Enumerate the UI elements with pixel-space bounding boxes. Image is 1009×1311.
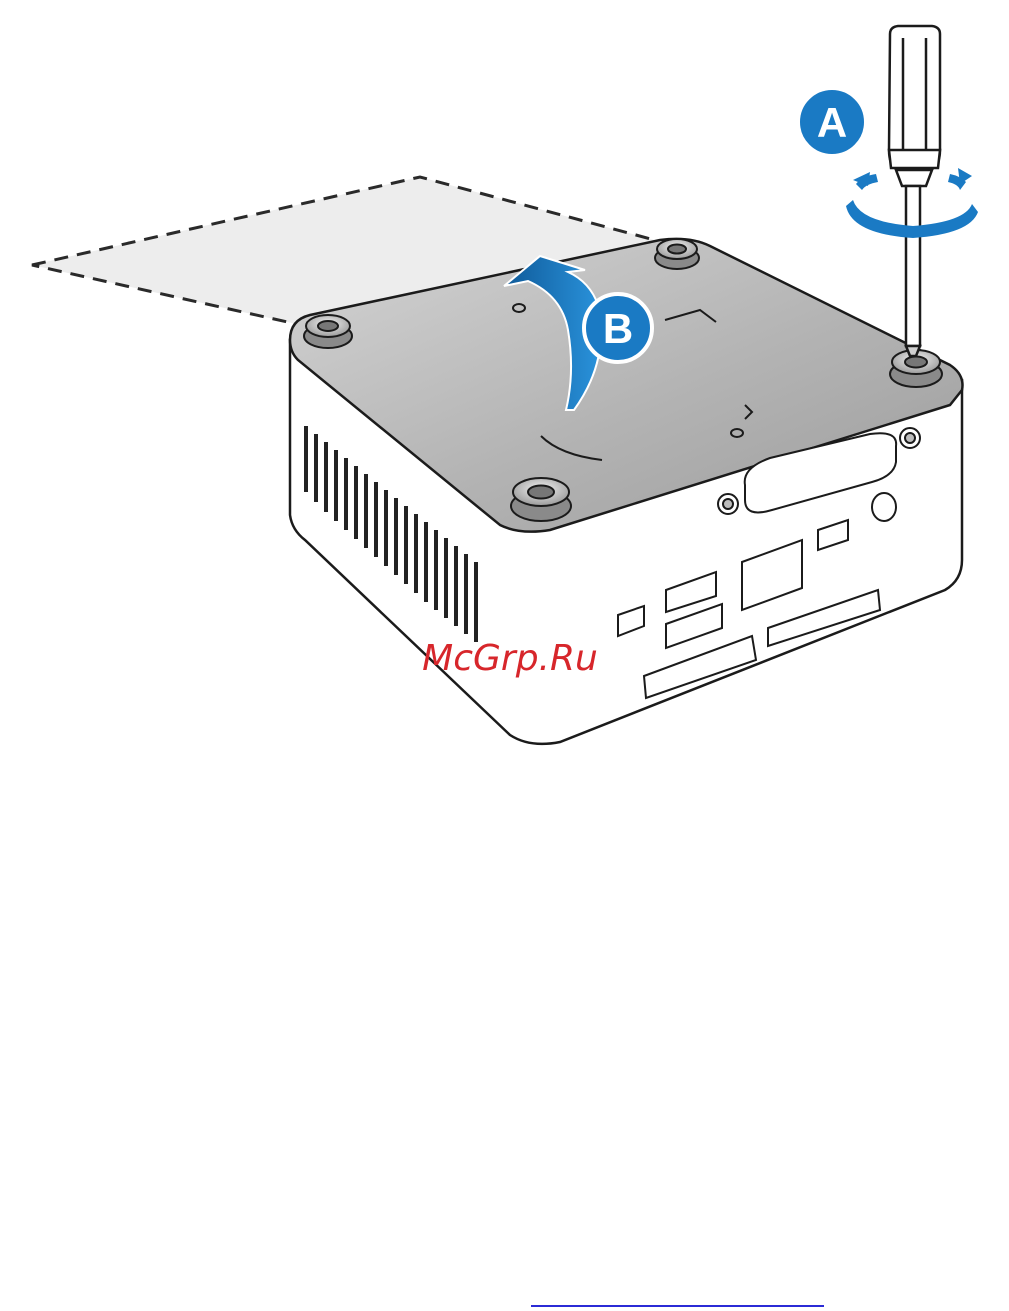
callout-b: B	[584, 294, 652, 362]
callout-a: A	[798, 88, 866, 156]
foot-rear-right	[655, 239, 699, 269]
foot-rear-left	[304, 315, 352, 348]
callout-b-label: B	[603, 305, 633, 352]
callout-a-label: A	[817, 99, 847, 146]
hyperlink-underline[interactable]	[531, 1305, 824, 1307]
watermark: McGrp.Ru	[422, 638, 598, 679]
screwdriver-icon	[889, 26, 940, 356]
foot-front-left	[511, 478, 571, 521]
